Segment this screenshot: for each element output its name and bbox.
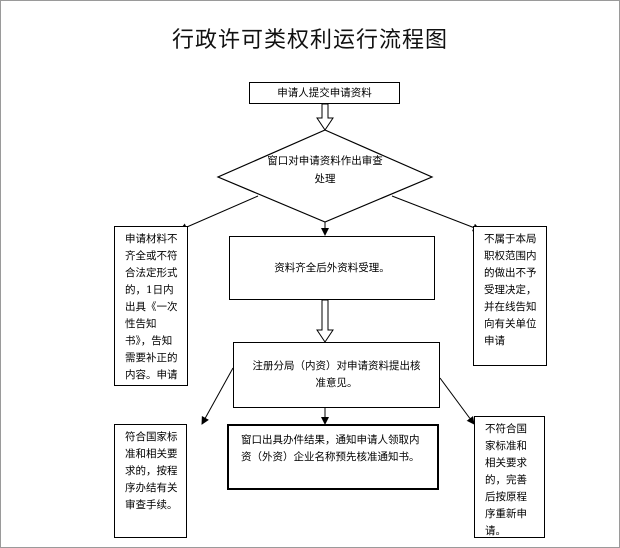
node-not-in-scope: 不属于本局职权范围内的做出不予受理决定，并在线告知向有关单位申请 xyxy=(473,226,547,366)
diagram-title: 行政许可类权利运行流程图 xyxy=(171,28,448,53)
node-accept-label: 资料齐全后外资料受理。 xyxy=(274,261,390,274)
node-incomplete: 申请材料不齐全或不符合法定形式的，1日内出具《一次性告知书》，告知需要补正的内容… xyxy=(114,226,188,386)
arrow-accept-to-register xyxy=(316,299,334,343)
node-incomplete-label: 申请材料不齐全或不符合法定形式的，1日内出具《一次性告知书》，告知需要补正的内容… xyxy=(125,233,178,381)
node-register-opinion: 注册分局（内资）对申请资料提出核准意见。 xyxy=(233,342,440,408)
arrow-review-to-incomplete xyxy=(179,195,259,231)
node-not-meet-label: 不符合国家标准和相关要求的，完善后按原程序重新申请。 xyxy=(485,423,527,537)
node-not-meet: 不符合国家标准和相关要求的，完善后按原程序重新申请。 xyxy=(474,416,545,538)
node-submit-label: 申请人提交申请资料 xyxy=(277,86,372,99)
node-result-notice: 窗口出具办件结果，通知申请人领取内资（外资）企业名称预先核准通知书。 xyxy=(227,424,439,490)
node-meets-standard-label: 符合国家标准和相关要求的，按程序办结有关审查手续。 xyxy=(125,431,178,511)
node-submit: 申请人提交申请资料 xyxy=(249,82,400,104)
arrow-register-to-not-meet xyxy=(439,377,475,425)
node-register-opinion-label: 注册分局（内资）对申请资料提出核准意见。 xyxy=(252,360,421,389)
node-accept: 资料齐全后外资料受理。 xyxy=(229,236,435,300)
arrow-register-to-meets xyxy=(201,367,234,425)
arrow-review-to-not-in-scope xyxy=(391,195,481,232)
node-review-label: 窗口对申请资料作出审查处理 xyxy=(267,155,383,185)
node-not-in-scope-label: 不属于本局职权范围内的做出不予受理决定，并在线告知向有关单位申请 xyxy=(484,233,537,347)
arrow-submit-to-review xyxy=(316,103,334,131)
node-meets-standard: 符合国家标准和相关要求的，按程序办结有关审查手续。 xyxy=(114,424,187,538)
node-result-notice-label: 窗口出具办件结果，通知申请人领取内资（外资）企业名称预先核准通知书。 xyxy=(241,434,420,463)
